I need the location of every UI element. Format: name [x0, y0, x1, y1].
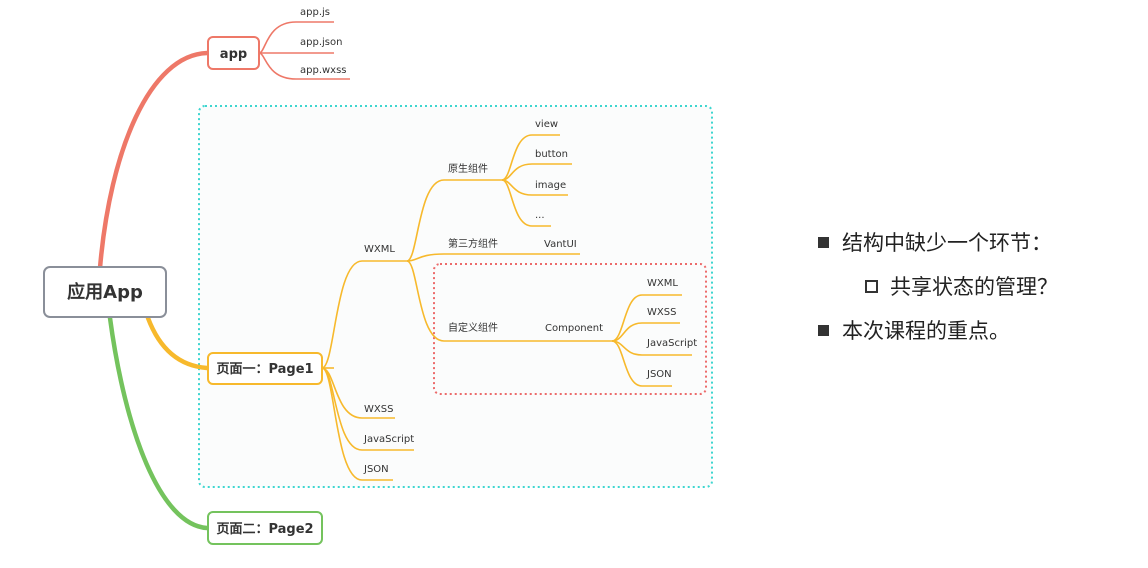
- note-subitem: 共享状态的管理？: [818, 264, 1138, 308]
- wxss-label: WXSS: [364, 404, 393, 415]
- square-bullet-icon: [818, 236, 829, 248]
- wxml-label: WXML: [364, 244, 395, 255]
- page1-group-frame: [198, 105, 713, 488]
- custom-component-group-frame: [433, 263, 707, 395]
- vantui-label: VantUI: [544, 239, 577, 250]
- root-node: 应用App: [43, 266, 167, 318]
- notes-list: 结构中缺少一个环节： 共享状态的管理？ 本次课程的重点。: [818, 220, 1138, 352]
- custom-item-javascript: JavaScript: [646, 338, 697, 349]
- note-text: 本次课程的重点。: [842, 319, 1010, 343]
- square-bullet-icon: [818, 324, 829, 336]
- native-components-label: 原生组件: [448, 162, 488, 175]
- javascript-label: JavaScript: [363, 434, 414, 445]
- custom-components-label: 自定义组件: [448, 321, 498, 334]
- note-item: 结构中缺少一个环节：: [818, 220, 1138, 264]
- json-label: JSON: [363, 464, 389, 475]
- page2-node-label: 页面二：Page2: [216, 522, 313, 537]
- app-node: app: [207, 36, 260, 70]
- root-node-label: 应用App: [67, 281, 143, 303]
- note-text: 结构中缺少一个环节：: [842, 231, 1052, 255]
- custom-item-json: JSON: [646, 369, 672, 380]
- hollow-square-bullet-icon: [865, 279, 878, 293]
- custom-item-wxss: WXSS: [647, 307, 676, 318]
- app-file-json: app.json: [300, 37, 342, 48]
- app-node-label: app: [220, 47, 247, 62]
- app-file-js: app.js: [300, 7, 330, 18]
- app-branch-line: [97, 50, 210, 271]
- native-item-view: view: [535, 119, 558, 130]
- native-item-button: button: [535, 149, 568, 160]
- native-item-more: ...: [535, 210, 545, 221]
- page1-node: 页面一：Page1: [207, 352, 323, 385]
- native-item-image: image: [535, 180, 566, 191]
- page2-node: 页面二：Page2: [207, 511, 323, 545]
- note-item: 本次课程的重点。: [818, 308, 1138, 352]
- app-file-wxss: app.wxss: [300, 65, 347, 76]
- custom-item-wxml: WXML: [647, 278, 678, 289]
- page2-branch-line: [107, 315, 210, 531]
- note-subitem-text: 共享状态的管理？: [890, 275, 1058, 299]
- third-party-components-label: 第三方组件: [448, 237, 498, 250]
- page1-node-label: 页面一：Page1: [216, 362, 313, 377]
- mind-map-diagram: 应用App app 页面一：Page1 页面二：Page2 app.js app…: [43, 7, 713, 545]
- component-label: Component: [545, 323, 603, 334]
- page1-branch-line: [145, 315, 210, 371]
